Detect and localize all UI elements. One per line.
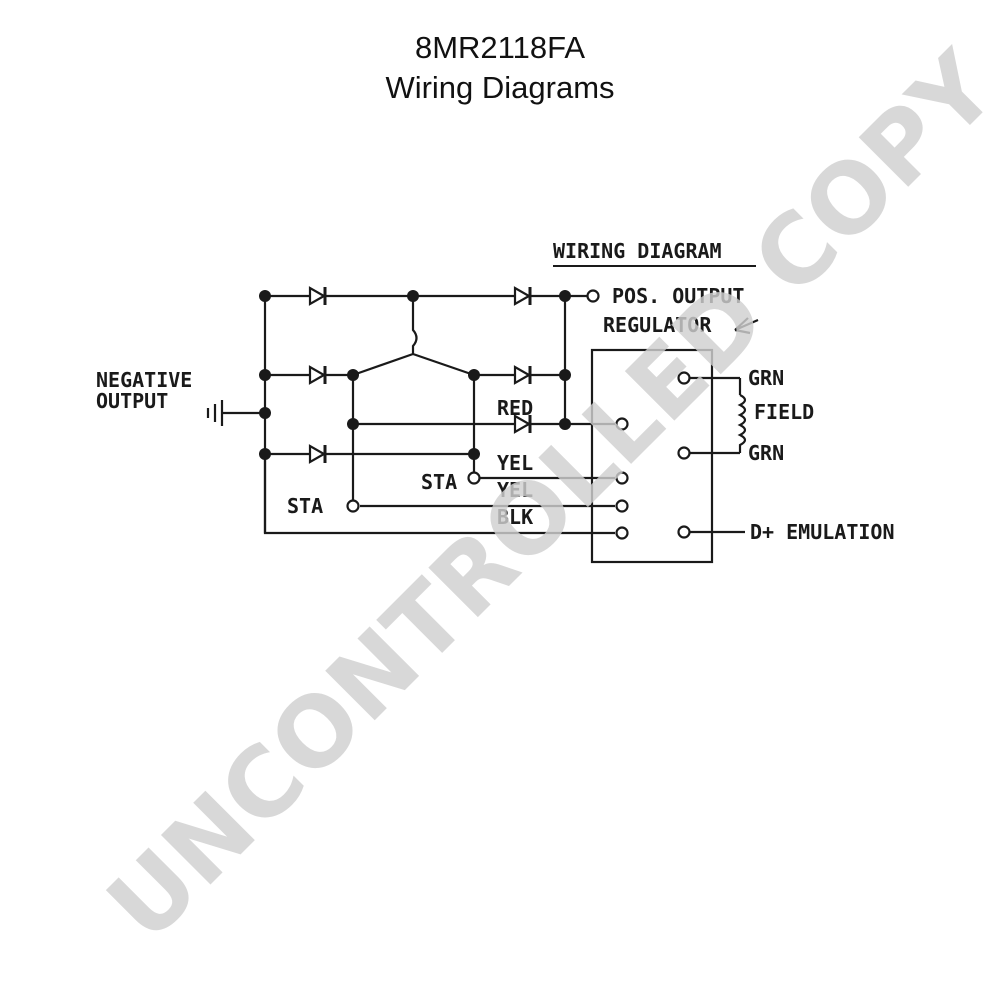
ground-symbol	[206, 400, 224, 426]
diode-top-right	[513, 285, 532, 307]
yel-label-2: YEL	[497, 478, 533, 502]
junction-dot	[347, 369, 359, 381]
blk-label: BLK	[497, 505, 533, 529]
yel-label-1: YEL	[497, 451, 533, 475]
sta-left-label: STA	[287, 494, 323, 518]
sta-mid-label: STA	[421, 470, 457, 494]
page-title: 8MR2118FA	[414, 30, 585, 65]
stator-winding-wire	[352, 296, 475, 377]
regulator-box	[590, 348, 714, 564]
junction-dot	[468, 369, 480, 381]
diode-top-left	[308, 285, 327, 307]
watermark: UNCONTROLLED COPY	[86, 30, 1000, 962]
diode-mid-right	[513, 364, 532, 386]
junction-dot	[468, 448, 480, 460]
d-plus-emulation-label: D+ EMULATION	[750, 520, 895, 544]
terminals	[346, 289, 691, 540]
blk-wire	[263, 454, 615, 535]
regulator-yel-terminal-2	[615, 499, 629, 513]
wires	[222, 294, 759, 535]
sta-left-terminal	[346, 499, 360, 513]
grn-top-label: GRN	[748, 366, 784, 390]
junction-dot	[559, 290, 571, 302]
diode-mid-left	[308, 364, 327, 386]
regulator-grn-bottom-terminal	[677, 446, 691, 460]
red-label: RED	[497, 396, 533, 420]
junction-dot	[259, 290, 271, 302]
page-subtitle: Wiring Diagrams	[385, 70, 615, 105]
junction-dot	[259, 369, 271, 381]
junction-dot	[259, 448, 271, 460]
regulator-red-terminal	[615, 417, 629, 431]
diode-bottom-left	[308, 443, 327, 465]
regulator-d-plus-terminal	[677, 525, 691, 539]
junction-dots	[259, 290, 571, 460]
field-label: FIELD	[754, 400, 814, 424]
junction-dot	[407, 290, 419, 302]
labels: WIRING DIAGRAM POS. OUTPUT REGULATOR NEG…	[96, 239, 895, 544]
grn-bottom-label: GRN	[748, 441, 784, 465]
output-label: OUTPUT	[96, 389, 168, 413]
pos-output-terminal	[586, 289, 600, 303]
pos-output-label: POS. OUTPUT	[612, 284, 744, 308]
junction-dot	[559, 369, 571, 381]
field-coil	[737, 378, 747, 453]
regulator-yel-terminal-1	[615, 471, 629, 485]
sta-mid-terminal	[467, 471, 481, 485]
regulator-arrow	[734, 317, 759, 335]
negative-label: NEGATIVE	[96, 368, 192, 392]
junction-dot	[259, 407, 271, 419]
regulator-grn-top-terminal	[677, 371, 691, 385]
regulator-label: REGULATOR	[603, 313, 712, 337]
junction-dot	[347, 418, 359, 430]
diagram-heading: WIRING DIAGRAM	[553, 239, 722, 263]
regulator-blk-terminal	[615, 526, 629, 540]
junction-dot	[559, 418, 571, 430]
